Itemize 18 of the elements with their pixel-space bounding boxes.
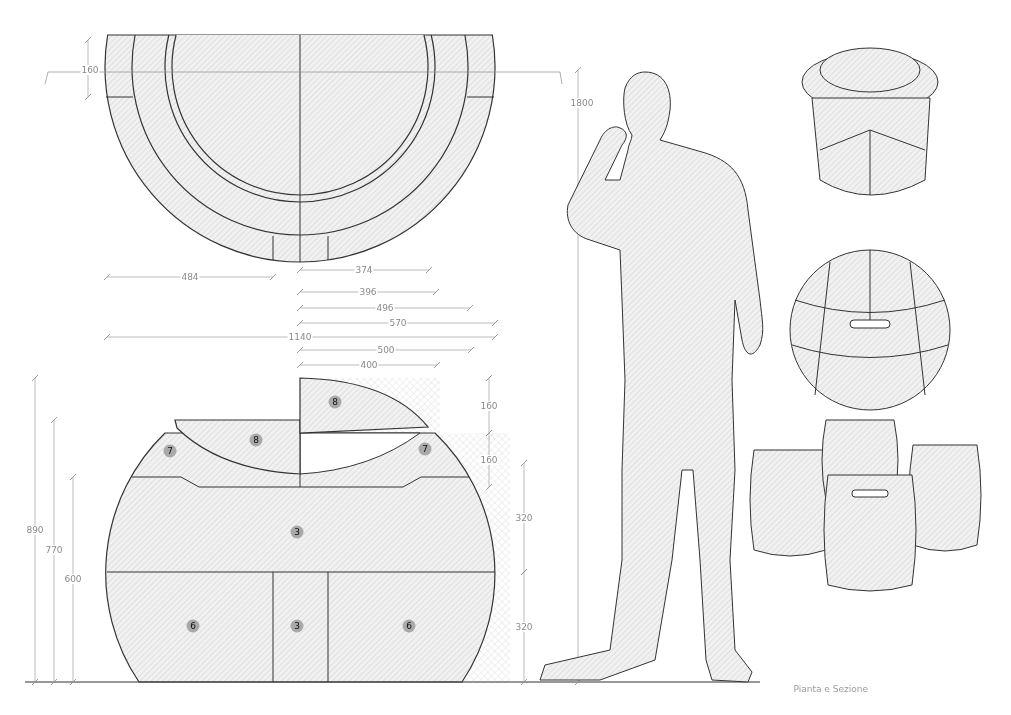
- dimension-label: 1800: [569, 98, 595, 108]
- dimension-label: 400: [359, 360, 379, 370]
- dimension-label: 160: [80, 65, 100, 75]
- dimension-label: 374: [354, 265, 374, 275]
- dimension-label: 396: [358, 287, 378, 297]
- dimension-label: 500: [376, 345, 396, 355]
- dimension-label: 890: [25, 525, 45, 535]
- dimension-label: 320: [514, 622, 534, 632]
- dimension-label: 160: [479, 455, 499, 465]
- dimension-label: 496: [375, 303, 395, 313]
- dimension-label: 1140: [287, 332, 313, 342]
- dimension-label: 600: [63, 574, 83, 584]
- sheet-title: Pianta e Sezione: [793, 684, 868, 694]
- dimension-label: 160: [479, 401, 499, 411]
- dimension-label: 484: [180, 272, 200, 282]
- dimension-label: 570: [388, 318, 408, 328]
- dimension-label: 770: [44, 545, 64, 555]
- dimension-label: 320: [514, 513, 534, 523]
